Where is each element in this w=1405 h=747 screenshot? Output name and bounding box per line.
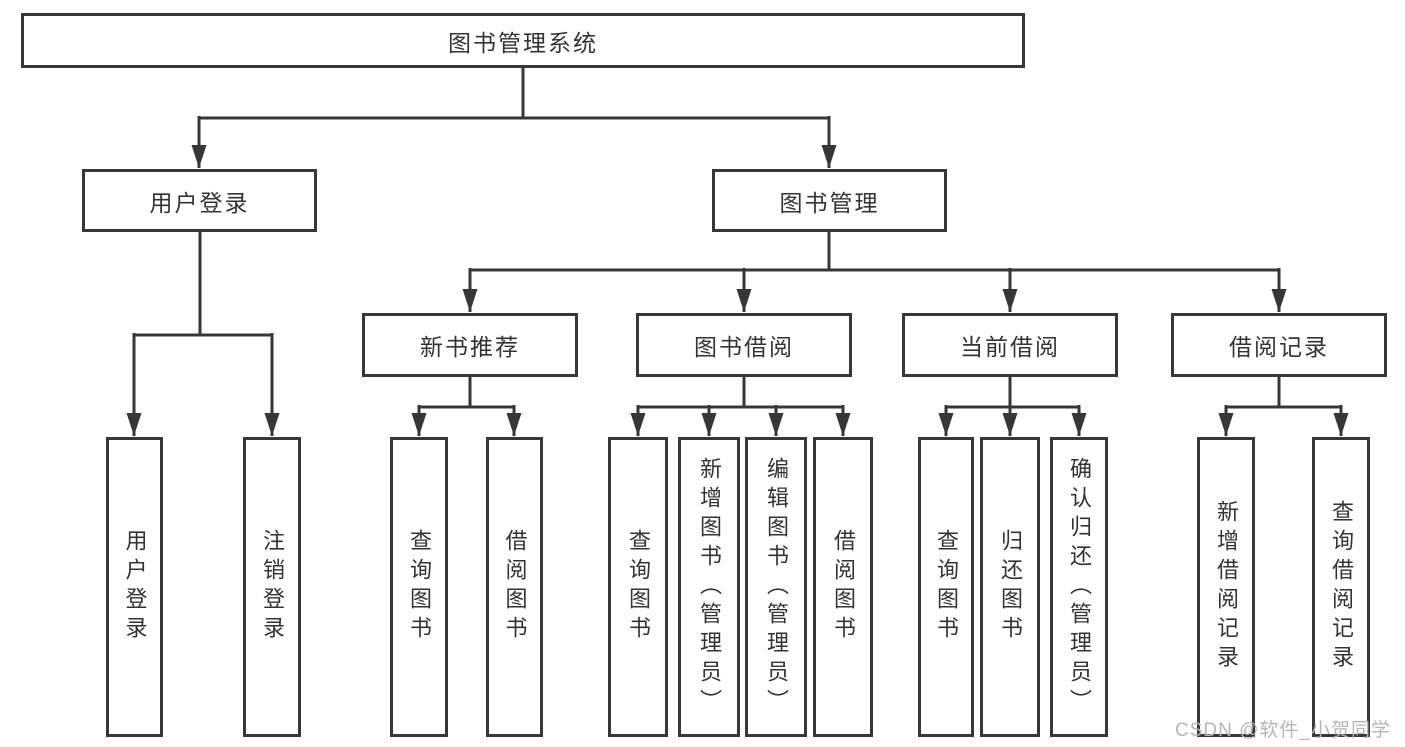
node-borrowing-records-label: 借阅记录 (1229, 334, 1329, 360)
leaf-user-login-label: 用户登录 (122, 529, 148, 645)
node-book-management: 图书管理 (712, 169, 947, 232)
leaf-user-login: 用户登录 (106, 437, 163, 737)
node-new-book-recommend: 新书推荐 (362, 313, 578, 377)
leaf-borrowing-query-books-label: 查询图书 (626, 529, 651, 645)
node-user-login: 用户登录 (82, 169, 317, 232)
leaf-query-borrow-record-label: 查询借阅记录 (1329, 500, 1354, 674)
leaf-edit-book-admin-label: 编辑图书（管理员） (764, 456, 789, 718)
leaf-recommend-query-books-label: 查询图书 (407, 529, 432, 645)
node-book-management-label: 图书管理 (779, 189, 880, 216)
leaf-recommend-borrow-books: 借阅图书 (486, 437, 543, 737)
node-current-borrowing: 当前借阅 (902, 313, 1118, 377)
leaf-current-query-books: 查询图书 (918, 437, 974, 737)
leaf-logout: 注销登录 (243, 437, 301, 737)
leaf-logout-label: 注销登录 (260, 529, 285, 645)
node-current-borrowing-label: 当前借阅 (960, 334, 1060, 360)
leaf-add-book-admin: 新增图书（管理员） (678, 437, 740, 737)
csdn-watermark: CSDN @软件_小贺同学 (1175, 720, 1391, 741)
leaf-borrowing-borrow-books-label: 借阅图书 (831, 529, 856, 645)
leaf-add-borrow-record: 新增借阅记录 (1197, 437, 1255, 737)
leaf-return-books: 归还图书 (980, 437, 1040, 737)
leaf-confirm-return-admin-label: 确认归还（管理员） (1067, 456, 1092, 718)
leaf-current-query-books-label: 查询图书 (934, 529, 959, 645)
leaf-return-books-label: 归还图书 (998, 529, 1023, 645)
node-book-borrowing-label: 图书借阅 (694, 334, 794, 360)
node-root: 图书管理系统 (21, 13, 1025, 68)
leaf-borrowing-borrow-books: 借阅图书 (813, 437, 873, 737)
leaf-recommend-query-books: 查询图书 (390, 437, 448, 737)
node-borrowing-records: 借阅记录 (1171, 313, 1387, 377)
node-user-login-label: 用户登录 (149, 189, 250, 216)
leaf-borrowing-query-books: 查询图书 (608, 437, 668, 737)
leaf-add-borrow-record-label: 新增借阅记录 (1214, 500, 1239, 674)
node-book-borrowing: 图书借阅 (636, 313, 852, 377)
node-new-book-recommend-label: 新书推荐 (420, 334, 520, 360)
leaf-edit-book-admin: 编辑图书（管理员） (745, 437, 807, 737)
node-root-label: 图书管理系统 (448, 29, 598, 56)
leaf-add-book-admin-label: 新增图书（管理员） (697, 456, 722, 718)
leaf-confirm-return-admin: 确认归还（管理员） (1050, 437, 1108, 737)
leaf-query-borrow-record: 查询借阅记录 (1312, 437, 1370, 737)
leaf-recommend-borrow-books-label: 借阅图书 (502, 529, 528, 645)
